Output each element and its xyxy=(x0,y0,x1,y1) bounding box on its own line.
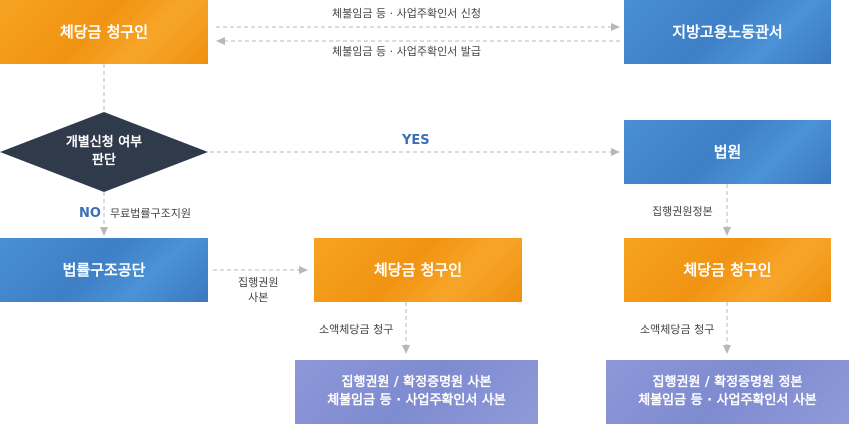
yes-arrowhead xyxy=(611,148,620,156)
exec-title-line1: 집행권원 xyxy=(238,276,279,289)
docs-right-line2: 체불임금 등 · 사업주확인서 사본 xyxy=(638,393,817,408)
labor-office-box: 지방고용노동관서 xyxy=(624,0,831,64)
docs-left-line2: 체불임금 등 · 사업주확인서 사본 xyxy=(327,393,506,408)
no-arrowhead xyxy=(100,227,108,236)
docs-left-line1: 집행권원 / 확정증명원 사본 xyxy=(341,375,492,391)
small-claim-left-label: 소액체당금 청구 xyxy=(319,323,394,338)
docs-left-box: 집행권원 / 확정증명원 사본 체불임금 등 · 사업주확인서 사본 xyxy=(295,360,538,424)
claimant-top-label: 체당금 청구인 xyxy=(59,22,149,41)
claimant-right-box: 체당금 청구인 xyxy=(624,238,831,302)
decision-label-line1: 개별신청 여부 xyxy=(65,135,143,151)
legal-aid-label: 법률구조공단 xyxy=(62,260,146,279)
claimant-top-box: 체당금 청구인 xyxy=(0,0,208,64)
decision-label-line2: 판단 xyxy=(92,153,116,168)
docs-right-line1: 집행권원 / 확정증명원 정본 xyxy=(652,375,803,391)
court-box: 법원 xyxy=(624,120,831,184)
claimant-right-label: 체당금 청구인 xyxy=(683,260,772,279)
legal-aid-box: 법률구조공단 xyxy=(0,238,208,302)
exec-title-original-label: 집행권원정본 xyxy=(652,205,713,220)
issue-label: 체불임금 등 · 사업주확인서 발급 xyxy=(332,45,482,60)
issue-arrowhead xyxy=(216,37,225,45)
decision-text: 개별신청 여부 판단 xyxy=(30,130,178,174)
exec-title-label: 집행권원 사본 xyxy=(238,276,279,306)
court-label: 법원 xyxy=(713,142,742,161)
exec-title-line2: 사본 xyxy=(248,290,269,304)
right-docs-arrowhead xyxy=(723,345,731,354)
decision-diamond xyxy=(0,112,208,192)
yes-label: YES xyxy=(402,132,430,150)
request-arrowhead xyxy=(611,23,620,31)
request-label: 체불임금 등 · 사업주확인서 신청 xyxy=(332,7,482,22)
labor-office-label: 지방고용노동관서 xyxy=(672,22,783,41)
small-claim-right-label: 소액체당금 청구 xyxy=(640,323,715,338)
docs-right-box: 집행권원 / 확정증명원 정본 체불임금 등 · 사업주확인서 사본 xyxy=(606,360,849,424)
legal-aid-arrowhead xyxy=(299,266,308,274)
free-legal-aid-label: 무료법률구조지원 xyxy=(110,207,191,222)
court-arrowhead xyxy=(723,227,731,236)
claimant-mid-label: 체당금 청구인 xyxy=(373,260,463,279)
mid-docs-arrowhead xyxy=(402,345,410,354)
claimant-mid-box: 체당금 청구인 xyxy=(314,238,522,302)
no-label: NO xyxy=(79,205,101,223)
